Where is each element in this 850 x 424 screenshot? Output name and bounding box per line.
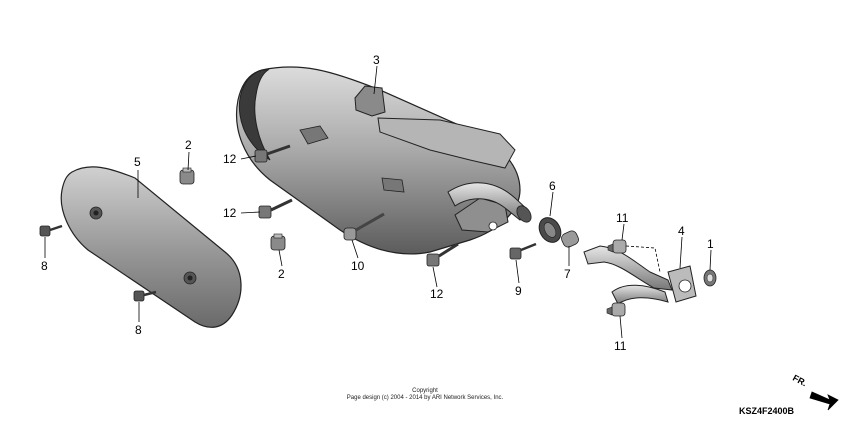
callout-bolt-9: 9 — [515, 284, 522, 298]
cap-nut-upper[interactable] — [607, 239, 627, 254]
copyright-notice: Page design (c) 2004 - 2014 by ARI Netwo… — [346, 395, 504, 401]
callout-cap-nut-lower: 11 — [614, 339, 627, 353]
stud-bolt[interactable] — [343, 212, 385, 241]
exhaust-pipe[interactable] — [583, 245, 697, 305]
leader-lines — [44, 65, 712, 339]
protector-screw-lower[interactable] — [133, 290, 157, 302]
callout-exhaust-band: 6 — [549, 179, 556, 193]
flange-nut-lower[interactable] — [270, 233, 286, 251]
callout-protector-screw-lower: 8 — [135, 323, 142, 337]
flange-bolt-middle[interactable] — [258, 198, 293, 219]
front-direction-label: FR. — [791, 373, 808, 389]
front-arrow-icon — [809, 391, 839, 411]
callout-joint-collar: 7 — [564, 267, 571, 281]
callout-nut-upper: 2 — [185, 138, 192, 152]
callout-stud-bolt: 10 — [351, 259, 365, 273]
callout-muffler: 3 — [373, 53, 380, 67]
muffler-protector[interactable] — [60, 166, 242, 328]
flange-bolt-lower[interactable] — [426, 242, 459, 267]
flange-nut-upper[interactable] — [179, 167, 195, 185]
callout-gasket: 1 — [707, 237, 714, 251]
exhaust-gasket[interactable] — [703, 269, 717, 287]
protector-screw-upper[interactable] — [39, 224, 63, 237]
exhaust-band[interactable] — [535, 214, 565, 247]
flange-bolt-upper[interactable] — [254, 144, 291, 163]
callout-protector: 5 — [134, 155, 141, 169]
joint-collar[interactable] — [560, 229, 580, 248]
cap-nut-lower[interactable] — [606, 302, 626, 317]
callout-nut-lower: 2 — [278, 267, 285, 281]
callout-protector-screw-upper: 8 — [41, 259, 48, 273]
callout-muffler-bolt-upper: 12 — [223, 152, 237, 166]
callout-cap-nut-upper: 11 — [616, 211, 629, 225]
callout-exhaust-pipe: 4 — [678, 224, 685, 238]
diagram-code: KSZ4F2400B — [739, 406, 795, 416]
callout-muffler-bolt-lower: 12 — [430, 287, 444, 301]
muffler[interactable] — [236, 66, 535, 255]
callout-labels: 3 12 12 12 2 2 5 8 8 10 6 9 7 11 11 4 1 — [41, 53, 714, 353]
callout-muffler-bolt-mid: 12 — [223, 206, 237, 220]
copyright-line: Copyright — [412, 388, 438, 394]
bolt-9[interactable] — [509, 242, 537, 260]
